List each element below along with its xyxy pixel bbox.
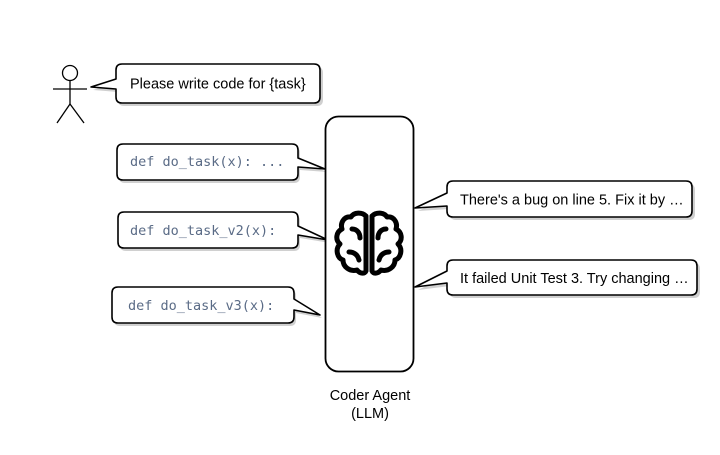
brain-icon <box>334 210 404 276</box>
code-text-2: def do_task_v2(x): <box>130 223 276 239</box>
user-stick-figure-icon <box>53 64 87 124</box>
code-bubble-2: def do_task_v2(x): <box>117 211 330 251</box>
feedback-text-1: There's a bug on line 5. Fix it by … <box>460 193 684 209</box>
user-request-text: Please write code for {task} <box>130 77 306 93</box>
code-text-1: def do_task(x): ... <box>130 154 284 170</box>
code-text-3: def do_task_v3(x): <box>128 298 274 314</box>
code-bubble-1: def do_task(x): ... <box>116 143 327 183</box>
agent-label-line2: (LLM) <box>351 406 389 422</box>
feedback-bubble-1: There's a bug on line 5. Fix it by … <box>414 180 695 220</box>
feedback-text-2: It failed Unit Test 3. Try changing … <box>460 271 689 287</box>
code-bubble-3: def do_task_v3(x): <box>111 286 322 326</box>
user-request-bubble: Please write code for {task} <box>90 63 323 106</box>
agent-label-line1: Coder Agent <box>330 388 411 404</box>
feedback-bubble-2: It failed Unit Test 3. Try changing … <box>414 259 700 298</box>
